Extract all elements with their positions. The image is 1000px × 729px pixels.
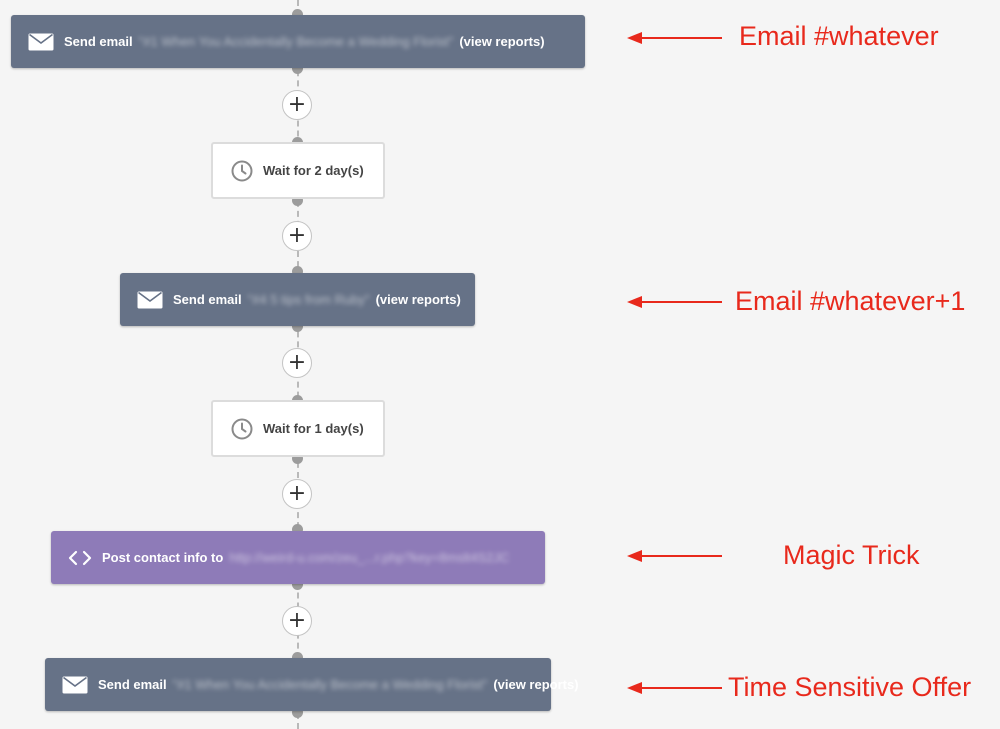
node-action-label: Send email: [64, 34, 133, 49]
connector-dot: [292, 9, 303, 20]
view-reports-link[interactable]: (view reports): [459, 34, 545, 49]
send-email-node[interactable]: Send email "#1 When You Accidentally Bec…: [45, 658, 579, 711]
send-email-node[interactable]: Send email "#4 5 tips from Ruby" (view r…: [120, 273, 475, 326]
post-contact-node[interactable]: Post contact info to http://weird-u.com/…: [51, 531, 545, 584]
annotation-time-sensitive-offer: Time Sensitive Offer: [728, 672, 972, 702]
add-step-button[interactable]: +: [282, 221, 312, 251]
connector-dot: [292, 321, 303, 332]
email-subject: "#1 When You Accidentally Become a Weddi…: [138, 34, 454, 49]
post-url: http://weird-u.com/zeu_...r.php?key=8msl…: [229, 550, 510, 565]
connector-dot: [292, 579, 303, 590]
connector-dot: [292, 63, 303, 74]
envelope-icon: [28, 33, 54, 51]
connector-dot: [292, 266, 303, 277]
email-subject: "#1 When You Accidentally Become a Weddi…: [172, 677, 488, 692]
code-icon: [68, 550, 92, 566]
connector-dot: [292, 524, 303, 535]
wait-node[interactable]: Wait for 2 day(s): [211, 142, 385, 199]
envelope-icon: [62, 676, 88, 694]
annotation-email-whatever-plus-1: Email #whatever+1: [735, 286, 966, 316]
node-action-label: Send email: [98, 677, 167, 692]
clock-icon: [231, 418, 253, 440]
annotation-magic-trick: Magic Trick: [783, 540, 920, 570]
node-action-label: Post contact info to: [102, 550, 224, 565]
email-subject: "#4 5 tips from Ruby": [247, 292, 370, 307]
connector-dot: [292, 195, 303, 206]
envelope-icon: [137, 291, 163, 309]
wait-label: Wait for 1 day(s): [263, 421, 364, 436]
view-reports-link[interactable]: (view reports): [493, 677, 579, 692]
connector-dot: [292, 453, 303, 464]
clock-icon: [231, 160, 253, 182]
wait-node[interactable]: Wait for 1 day(s): [211, 400, 385, 457]
view-reports-link[interactable]: (view reports): [375, 292, 461, 307]
connector-dot: [292, 707, 303, 718]
send-email-node[interactable]: Send email "#1 When You Accidentally Bec…: [11, 15, 585, 68]
add-step-button[interactable]: +: [282, 479, 312, 509]
add-step-button[interactable]: +: [282, 90, 312, 120]
connector-dot: [292, 652, 303, 663]
add-step-button[interactable]: +: [282, 348, 312, 378]
node-action-label: Send email: [173, 292, 242, 307]
wait-label: Wait for 2 day(s): [263, 163, 364, 178]
annotation-email-whatever: Email #whatever: [739, 21, 939, 51]
add-step-button[interactable]: +: [282, 606, 312, 636]
